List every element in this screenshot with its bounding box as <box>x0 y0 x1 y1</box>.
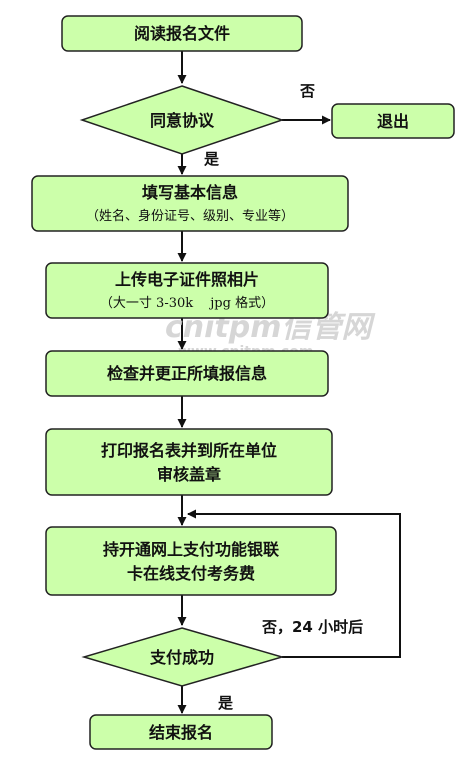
node-print-form: 打印报名表并到所在单位 审核盖章 <box>45 428 333 496</box>
node-pay-fee: 持开通网上支付功能银联 卡在线支付考务费 <box>45 526 337 596</box>
node-read-docs: 阅读报名文件 <box>61 15 303 52</box>
node-pay-success-decision: 支付成功 <box>81 627 285 687</box>
edge-label-no-retry: 否，24 小时后 <box>261 618 363 636</box>
node-check-info-label: 检查并更正所填报信息 <box>107 364 267 383</box>
node-pay-fee-line2: 卡在线支付考务费 <box>127 564 255 583</box>
node-fill-info: 填写基本信息 （姓名、身份证号、级别、专业等） <box>31 175 349 232</box>
edge-label-no-exit: 否 <box>299 82 315 100</box>
node-upload-photo-label: 上传电子证件照相片 <box>115 270 259 289</box>
node-print-form-line2: 审核盖章 <box>157 465 221 484</box>
node-pay-success-label: 支付成功 <box>149 648 214 667</box>
edge-label-yes-agree: 是 <box>203 150 220 168</box>
node-agree-decision: 同意协议 <box>79 85 285 155</box>
node-pay-fee-line1: 持开通网上支付功能银联 <box>103 540 279 559</box>
edge-label-yes-finish: 是 <box>217 694 234 712</box>
node-finish-label: 结束报名 <box>148 723 213 742</box>
node-fill-info-label: 填写基本信息 <box>142 183 238 202</box>
node-agree-label: 同意协议 <box>150 111 215 130</box>
node-upload-photo-note: （大一寸 3-30k jpg 格式） <box>100 295 274 311</box>
node-print-form-line1: 打印报名表并到所在单位 <box>101 441 277 460</box>
node-check-info: 检查并更正所填报信息 <box>45 350 329 397</box>
node-finish: 结束报名 <box>89 714 273 750</box>
node-upload-photo: 上传电子证件照相片 （大一寸 3-30k jpg 格式） <box>45 262 329 319</box>
node-fill-info-note: （姓名、身份证号、级别、专业等） <box>86 208 294 224</box>
node-read-docs-label: 阅读报名文件 <box>134 24 230 43</box>
connectors <box>177 51 401 714</box>
loop-retry-line <box>187 509 401 658</box>
node-exit-label: 退出 <box>377 112 409 131</box>
node-exit: 退出 <box>331 103 455 139</box>
